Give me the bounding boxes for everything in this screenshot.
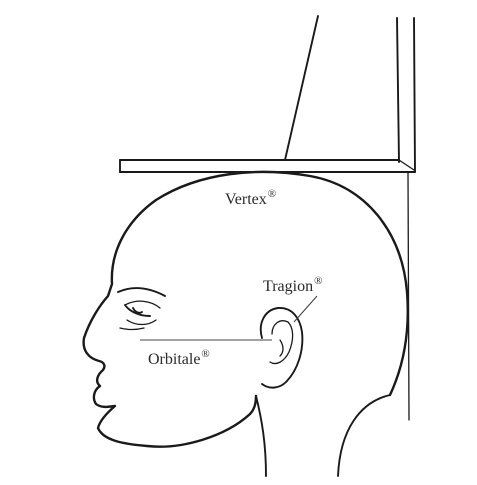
orbitale-label: Orbitale® (148, 349, 210, 368)
orbitale-registered-mark: ® (201, 348, 209, 360)
tragion-registered-mark: ® (314, 275, 322, 287)
tragion-pointer (294, 296, 317, 322)
tragion-label: Tragion® (263, 276, 322, 295)
tragion-label-text: Tragion (263, 278, 313, 295)
vertex-label: Vertex® (225, 189, 276, 208)
stadiometer-headboard (120, 160, 415, 172)
stadiometer-arm (285, 16, 318, 160)
orbitale-label-text: Orbitale (148, 351, 200, 368)
eye (118, 288, 165, 329)
stadiometer-post (397, 18, 415, 420)
neck (256, 395, 390, 476)
vertex-registered-mark: ® (268, 188, 276, 200)
head-outline (84, 172, 408, 447)
vertex-label-text: Vertex (225, 191, 267, 208)
